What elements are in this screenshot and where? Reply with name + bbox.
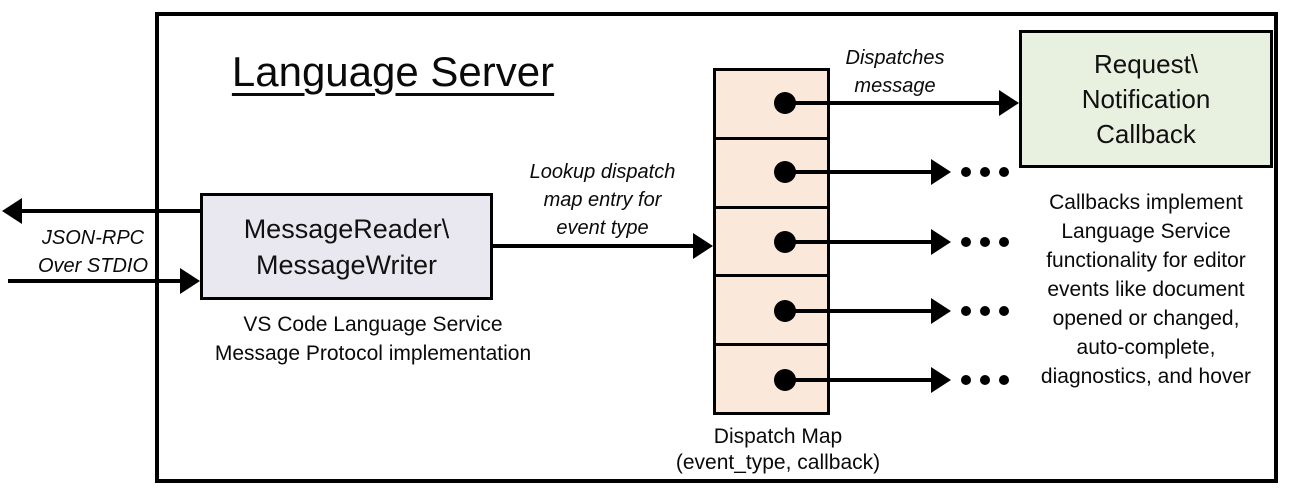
dispatch-map-label: Dispatch Map (event_type, callback)	[650, 424, 906, 476]
dispatch-arrow-5-head-icon	[931, 367, 951, 393]
stdio-out-arrowhead-icon	[2, 198, 22, 224]
dispatches-label: Dispatches message	[830, 44, 960, 100]
callback-box-line3: Callback	[1096, 118, 1196, 149]
dispatches-label-line2: message	[854, 75, 936, 97]
lookup-label-line3: event type	[556, 217, 649, 239]
dispatch-arrow-4-head-icon	[931, 298, 951, 324]
callback-caption-line5: opened or changed,	[1052, 307, 1240, 330]
reader-box-line2: MessageWriter	[255, 249, 438, 280]
callback-caption-line6: auto-complete,	[1076, 336, 1216, 359]
callback-caption-line2: Language Service	[1061, 220, 1231, 243]
dispatch-arrow-3-head-icon	[931, 229, 951, 255]
message-reader-writer-box: MessageReader\ MessageWriter	[200, 193, 493, 300]
dispatch-arrow-3-shaft	[785, 240, 931, 244]
callback-caption-line3: functionality for editor	[1046, 249, 1246, 272]
json-rpc-label: JSON-RPC Over STDIO	[18, 224, 168, 280]
callback-caption-line1: Callbacks implement	[1049, 191, 1243, 214]
dispatch-entry-dot-1	[774, 92, 796, 114]
reader-caption-line1: VS Code Language Service	[243, 313, 503, 336]
dispatch-map-label-line1: Dispatch Map	[713, 425, 843, 448]
callback-caption-line7: diagnostics, and hover	[1040, 365, 1252, 388]
dispatch-arrow-1-shaft	[785, 101, 999, 105]
callback-caption-line4: events like document	[1047, 278, 1245, 301]
ellipsis-icon-5	[961, 375, 1009, 385]
dispatch-entry-dot-4	[774, 300, 796, 322]
dispatch-cell-5	[716, 343, 827, 412]
reader-caption-line2: Message Protocol implementation	[214, 342, 532, 365]
dispatch-entry-dot-2	[774, 161, 796, 183]
callback-box-line2: Notification	[1081, 83, 1211, 114]
reader-box-line1: MessageReader\	[243, 213, 450, 244]
stdio-out-arrow-shaft	[22, 209, 200, 213]
callback-caption: Callbacks implement Language Service fun…	[1012, 188, 1280, 391]
lookup-label: Lookup dispatch map entry for event type	[500, 158, 705, 242]
ellipsis-icon-4	[961, 306, 1009, 316]
lookup-arrowhead-icon	[693, 233, 713, 259]
dispatch-cell-4	[716, 274, 827, 343]
reader-caption: VS Code Language Service Message Protoco…	[183, 310, 563, 368]
dispatch-arrow-2-shaft	[785, 170, 931, 174]
lookup-label-line1: Lookup dispatch	[529, 161, 676, 183]
dispatch-arrow-2-head-icon	[931, 159, 951, 185]
dispatches-label-line1: Dispatches	[845, 47, 945, 69]
json-rpc-label-line2: Over STDIO	[37, 255, 148, 277]
stdio-in-arrowhead-icon	[180, 268, 200, 294]
callback-box-line1: Request\	[1093, 48, 1199, 79]
dispatch-arrow-4-shaft	[785, 309, 931, 313]
dispatch-cell-2	[716, 136, 827, 206]
ellipsis-icon-3	[961, 237, 1009, 247]
dispatch-entry-dot-3	[774, 231, 796, 253]
lookup-label-line2: map entry for	[543, 189, 662, 211]
lookup-arrow-shaft	[493, 244, 693, 248]
dispatch-cell-3	[716, 205, 827, 275]
request-notification-callback-box: Request\ Notification Callback	[1019, 30, 1273, 168]
dispatch-arrow-5-shaft	[785, 378, 931, 382]
ellipsis-icon-2	[961, 167, 1009, 177]
dispatch-arrow-1-head-icon	[999, 90, 1019, 116]
stdio-in-arrow-shaft	[8, 279, 180, 283]
dispatch-map-label-line2: (event_type, callback)	[675, 451, 881, 474]
diagram-title: Language Server	[231, 48, 555, 95]
json-rpc-label-line1: JSON-RPC	[41, 227, 145, 249]
dispatch-entry-dot-5	[774, 369, 796, 391]
